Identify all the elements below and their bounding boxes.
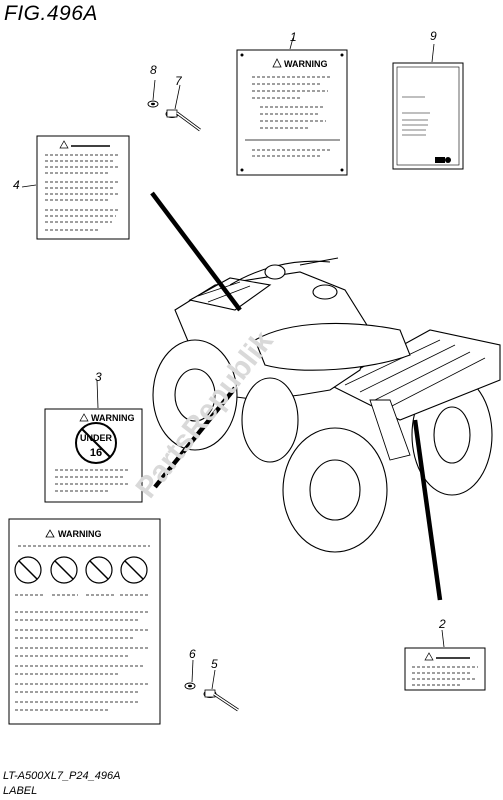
- label-1-warning[interactable]: WARNING: [236, 37, 348, 176]
- pointer-lines: [150, 191, 443, 601]
- callout-9: 9: [430, 29, 437, 43]
- bolt-7[interactable]: [165, 84, 201, 132]
- callout-7: 7: [175, 74, 182, 88]
- callout-5: 5: [211, 657, 218, 671]
- callout-3: 3: [95, 370, 102, 384]
- callout-8: 8: [150, 63, 157, 77]
- figure-code: LT-A500XL7_P24_496A: [3, 770, 121, 782]
- callout-6: 6: [189, 647, 196, 661]
- label-3-warning-text: WARNING: [91, 413, 135, 423]
- callout-4: 4: [13, 178, 20, 192]
- under-age-text: UNDER: [80, 433, 113, 443]
- label-4-warning[interactable]: [21, 135, 130, 240]
- callout-1: 1: [290, 30, 297, 44]
- figure-title: FIG.496A: [4, 2, 98, 25]
- label-9-manual[interactable]: [392, 43, 464, 170]
- washer-6[interactable]: [184, 659, 196, 690]
- atv-illustration: [152, 257, 501, 553]
- washer-8[interactable]: [147, 79, 159, 108]
- label-3-main-warning[interactable]: WARNING: [8, 518, 161, 725]
- callout-2: 2: [439, 617, 446, 631]
- label-2-warning[interactable]: [404, 629, 486, 691]
- label-1-warning-text: WARNING: [284, 59, 328, 69]
- figure-name: LABEL: [3, 785, 38, 797]
- label-3-warning[interactable]: WARNING UNDER 16: [44, 379, 143, 503]
- label-3-main-warning-text: WARNING: [58, 529, 102, 539]
- bolt-5[interactable]: [203, 669, 239, 712]
- under-age-number: 16: [90, 447, 102, 459]
